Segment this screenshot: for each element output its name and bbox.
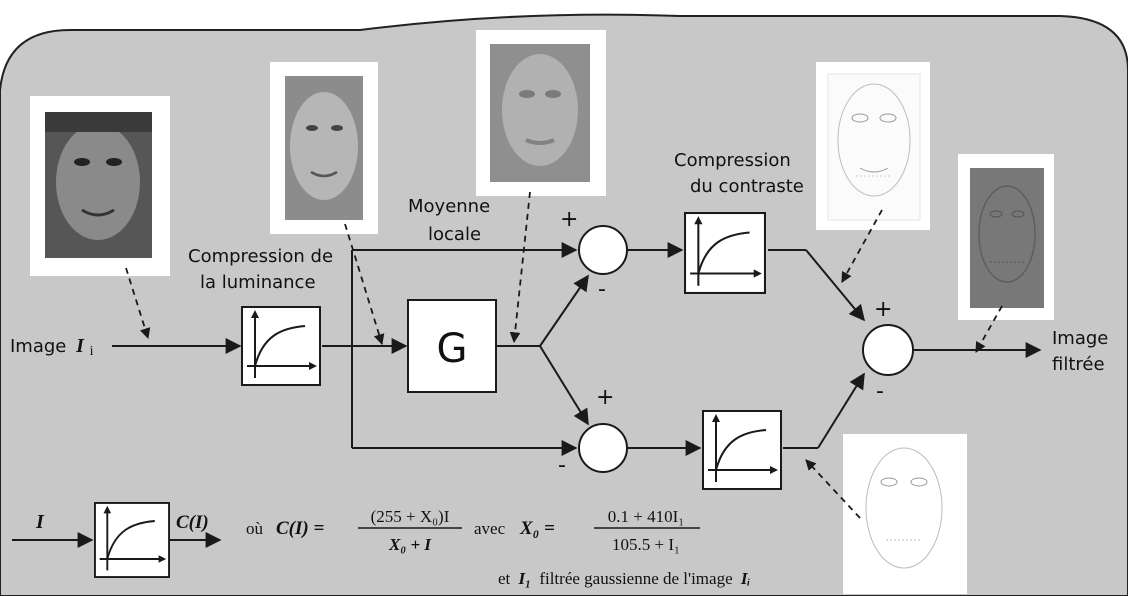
local-mean-label-line2: locale [428,224,481,245]
luminance-photo [270,62,378,234]
input-photo [30,96,170,276]
bottom-sum-plus-sign: + [596,385,614,410]
bottom-sketch-photo [843,434,967,594]
contrast-compression-block-top [684,212,766,294]
signal-lines [112,242,1042,456]
gaussian-block-label: G [437,326,468,372]
local-mean-photo [476,30,606,196]
contrast-compression-label-line2: du contraste [690,176,804,197]
legend-curve-block [94,501,170,579]
formula1-numerator: (255 + X₀)I [371,507,450,526]
bottom-sum-minus-sign: - [558,453,566,478]
gaussian-block: G [407,299,497,393]
output-label-line1: Image [1052,328,1108,349]
output-sum-minus-sign: - [876,379,884,404]
formula1-denominator: X₀ + I [388,535,432,554]
top-sum-minus-sign: - [598,277,606,302]
formula-x0-lhs: X₀ = [519,518,555,539]
luminance-compression-label-line1: Compression de [188,246,333,267]
sum-junction-top [578,225,628,275]
formula-avec: avec [474,519,506,538]
formula2-numerator: 0.1 + 410I₁ [608,507,684,526]
luminance-compression-block [241,306,321,386]
legend: I C(I) où C(I) = (255 + X₀)I X₀ + I avec… [12,501,750,588]
dashed-pointers [125,191,1003,519]
legend-output-label: C(I) [176,512,209,533]
output-sum-plus-sign: + [874,297,892,322]
input-label: Image I i [10,335,94,359]
contrast-compression-label-line1: Compression [674,150,791,171]
output-label-line2: filtrée [1052,354,1105,375]
top-sum-plus-sign: + [560,207,578,232]
formula-c-lhs: C(I) = [276,518,324,539]
sum-junction-bottom [578,423,628,473]
sum-junction-output [862,324,914,376]
contrast-compression-block-bottom [702,410,782,490]
local-mean-label-line1: Moyenne [408,196,490,217]
formula2-denominator: 105.5 + I₁ [612,535,680,554]
output-photo [958,154,1054,320]
luminance-compression-label-line2: la luminance [200,272,316,293]
formula-note: et I₁ filtrée gaussienne de l'image Iᵢ [498,569,750,588]
formula-ou: où [246,519,264,538]
contrast-photo [816,62,930,230]
legend-input-label: I [35,511,45,533]
